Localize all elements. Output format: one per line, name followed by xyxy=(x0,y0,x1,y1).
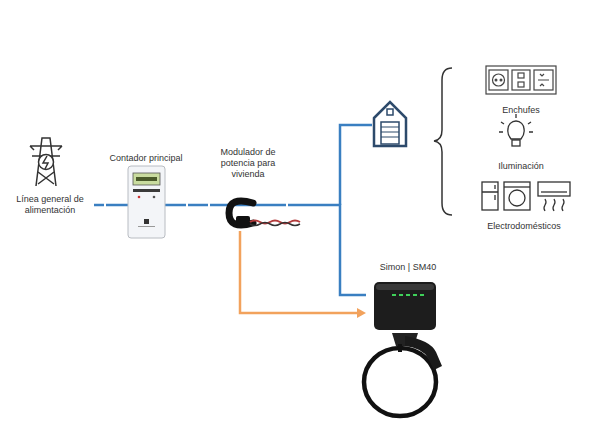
node-label: Simon | SM40 xyxy=(366,262,450,273)
washer xyxy=(504,182,530,210)
icon-node: Simon | SM40 xyxy=(366,262,450,424)
meter-icon xyxy=(128,166,165,238)
node-label: Enchufes xyxy=(476,105,566,116)
charger-top xyxy=(376,284,434,290)
brace xyxy=(434,68,452,215)
pylon-legs xyxy=(36,138,56,186)
control-marks xyxy=(538,74,549,86)
icon-node: Iluminación xyxy=(476,116,566,172)
arrowhead xyxy=(357,308,366,318)
socket-hole xyxy=(495,79,497,81)
meter-body xyxy=(128,166,165,238)
meter-led xyxy=(153,196,156,199)
house-window xyxy=(387,109,393,115)
node-label: Iluminación xyxy=(476,161,566,172)
node-label: Electrodomésticos xyxy=(462,221,586,232)
charger-led xyxy=(413,294,417,296)
meter-display xyxy=(133,173,160,185)
bulb-rays xyxy=(499,114,533,132)
cable-end xyxy=(398,344,402,352)
icon-node: Modulador de potencia para vivienda xyxy=(208,147,288,231)
air-flow xyxy=(544,199,564,211)
clamp-body xyxy=(236,216,250,226)
connector xyxy=(288,205,366,295)
charger-led xyxy=(406,294,410,296)
meter-band xyxy=(133,189,160,192)
connector xyxy=(94,204,104,207)
socket-hole xyxy=(500,79,502,81)
icon-node: Enchufes xyxy=(476,60,566,116)
charger-body xyxy=(374,282,436,330)
icon-node: Contador principal xyxy=(104,153,188,241)
fridge-lines xyxy=(482,185,498,200)
switch-frame xyxy=(512,70,530,90)
air-unit xyxy=(538,182,570,196)
icon-node: Electrodomésticos xyxy=(462,176,586,232)
plug xyxy=(405,336,442,370)
appliances-icon xyxy=(482,182,570,211)
bolt-circle xyxy=(39,155,54,170)
washer-top xyxy=(504,186,530,187)
washer-door xyxy=(509,190,525,206)
connector xyxy=(188,204,208,207)
air-vent xyxy=(541,191,567,192)
meter-mark xyxy=(144,219,149,224)
house-icon xyxy=(374,102,406,146)
sockets-icon xyxy=(486,66,556,94)
pylon-brace xyxy=(38,172,54,184)
node-label: Contador principal xyxy=(104,153,188,164)
switch-key xyxy=(518,82,524,87)
pylon-icon xyxy=(30,138,62,186)
icon-node: Línea general de alimentación xyxy=(6,132,94,216)
bulb-glass xyxy=(508,121,524,139)
meter-led xyxy=(138,196,141,199)
charger-led xyxy=(399,294,403,296)
bolt xyxy=(43,156,48,169)
bulb-icon xyxy=(499,114,533,146)
meter-line xyxy=(138,226,155,227)
bulb-base xyxy=(512,140,520,146)
house-wire xyxy=(340,125,372,205)
meter-digits xyxy=(136,177,157,181)
sensor-wire xyxy=(250,223,300,226)
socket xyxy=(493,74,505,86)
sensor-wire xyxy=(250,221,300,224)
house-outline xyxy=(374,102,406,146)
node-label: Línea general de alimentación xyxy=(6,194,94,216)
charger-led xyxy=(392,294,396,296)
garage-door xyxy=(381,122,399,144)
charger-icon xyxy=(364,282,442,416)
control-frame xyxy=(534,70,553,90)
panel xyxy=(486,66,556,94)
garage-lines xyxy=(381,127,399,137)
switch-key xyxy=(518,73,524,78)
fridge xyxy=(482,182,498,210)
clamp-jaw xyxy=(229,201,253,225)
cable-loop xyxy=(364,348,436,416)
node-label: Modulador de potencia para vivienda xyxy=(208,147,288,180)
charger-led xyxy=(420,294,424,296)
socket-frame xyxy=(489,70,508,90)
